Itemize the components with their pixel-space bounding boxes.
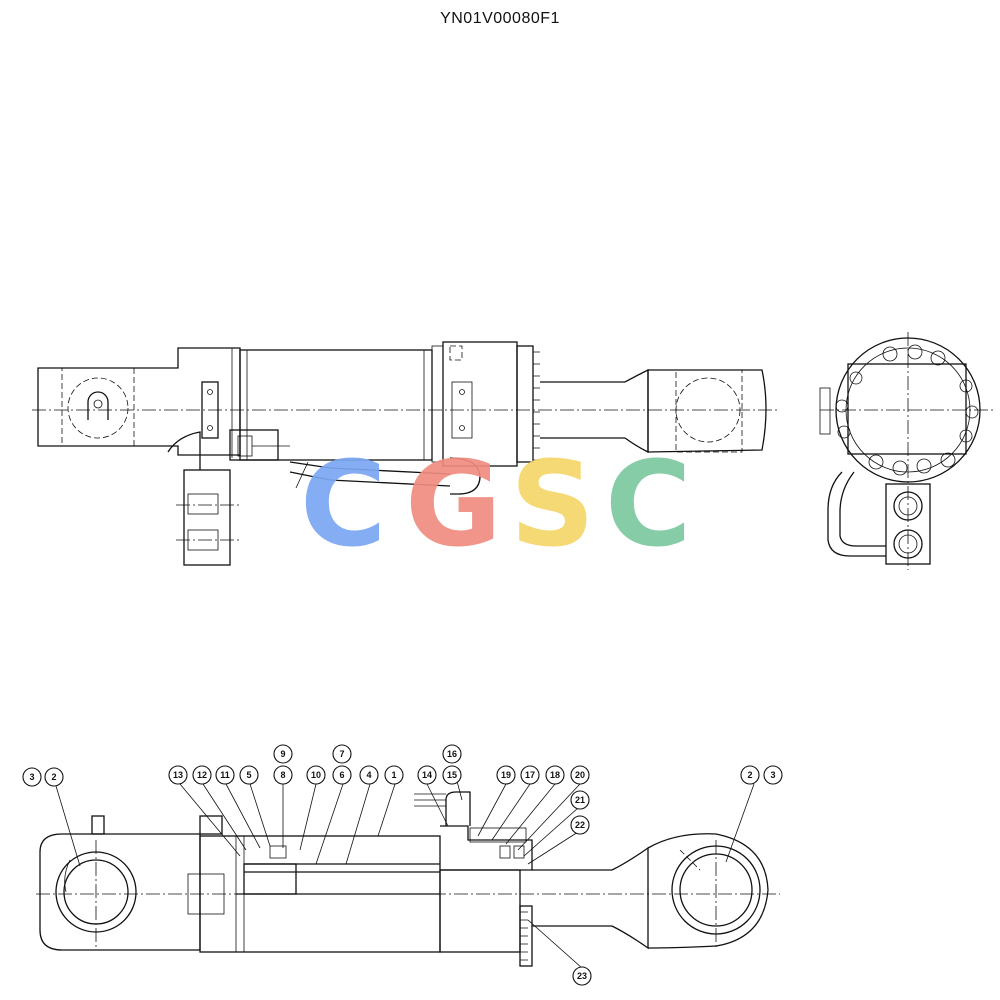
callout-balloon: 6 [332, 765, 352, 785]
callout-balloon: 23 [572, 966, 592, 986]
callout-balloon: 2 [44, 767, 64, 787]
callout-balloon: 12 [192, 765, 212, 785]
watermark-letter: G [405, 435, 502, 573]
svg-text:18: 18 [550, 770, 560, 780]
svg-text:1: 1 [391, 770, 396, 780]
callout-balloon: 10 [306, 765, 326, 785]
svg-text:8: 8 [280, 770, 285, 780]
svg-text:23: 23 [577, 971, 587, 981]
callout-balloon: 7 [332, 744, 352, 764]
svg-text:17: 17 [525, 770, 535, 780]
callout-balloon: 4 [359, 765, 379, 785]
svg-text:19: 19 [501, 770, 511, 780]
svg-text:12: 12 [197, 770, 207, 780]
drawing-code: YN01V00080F1 [440, 10, 560, 27]
svg-text:2: 2 [747, 770, 752, 780]
callout-balloon: 1 [384, 765, 404, 785]
callout-balloon: 18 [545, 765, 565, 785]
callout-balloon: 9 [273, 744, 293, 764]
callout-balloon: 22 [570, 815, 590, 835]
svg-text:7: 7 [339, 749, 344, 759]
callout-balloon: 16 [442, 744, 462, 764]
callout-balloon: 2 [740, 765, 760, 785]
callout-balloon: 5 [239, 765, 259, 785]
svg-text:3: 3 [770, 770, 775, 780]
svg-text:4: 4 [366, 770, 371, 780]
svg-text:14: 14 [422, 770, 432, 780]
svg-text:2: 2 [51, 772, 56, 782]
section-view [36, 791, 780, 967]
watermark-logo: C G S C [300, 435, 692, 573]
callout-balloon: 13 [168, 765, 188, 785]
svg-text:13: 13 [173, 770, 183, 780]
svg-text:10: 10 [311, 770, 321, 780]
callout-balloon: 20 [570, 765, 590, 785]
callout-balloon: 3 [763, 765, 783, 785]
end-view [819, 332, 995, 570]
callout-balloon: 14 [417, 765, 437, 785]
side-view [32, 341, 780, 566]
callout-balloon: 11 [215, 765, 235, 785]
callout-balloon: 8 [273, 765, 293, 785]
svg-text:11: 11 [220, 770, 230, 780]
svg-text:15: 15 [447, 770, 457, 780]
callout-balloon: 15 [442, 765, 462, 785]
leader-lines [55, 765, 755, 969]
svg-text:9: 9 [280, 749, 285, 759]
svg-text:3: 3 [29, 772, 34, 782]
svg-text:20: 20 [575, 770, 585, 780]
svg-text:6: 6 [339, 770, 344, 780]
callout-balloon: 17 [520, 765, 540, 785]
callout-balloons: 3 2 13 12 11 5 9 8 10 7 6 4 1 16 14 15 1… [22, 744, 783, 986]
watermark-letter: S [510, 435, 595, 573]
svg-text:5: 5 [246, 770, 251, 780]
callout-balloon: 19 [496, 765, 516, 785]
svg-text:16: 16 [447, 749, 457, 759]
callout-balloon: 3 [22, 767, 42, 787]
watermark-letter: C [605, 435, 692, 573]
watermark-letter: C [300, 435, 387, 573]
callout-balloon: 21 [570, 790, 590, 810]
svg-text:22: 22 [575, 820, 585, 830]
svg-text:21: 21 [575, 795, 585, 805]
